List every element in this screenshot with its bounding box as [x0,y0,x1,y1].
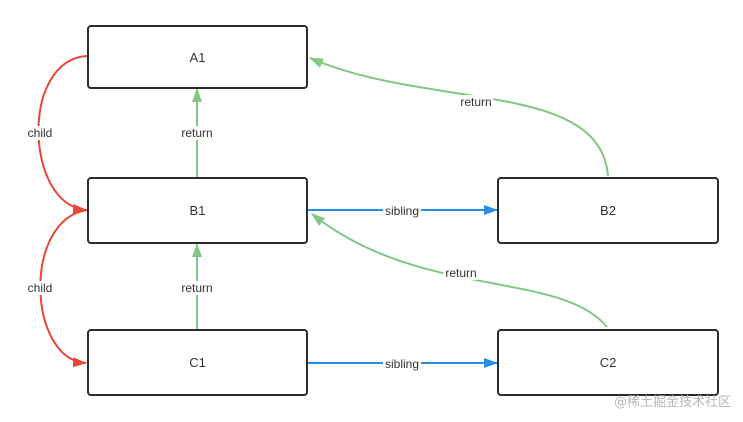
node-b2: B2 [497,177,719,244]
watermark-text: @稀土掘金技术社区 [613,395,731,410]
edge-c2-b1-return [311,213,608,328]
edge-label-b1-c1-child: child [25,281,55,295]
edge-label-a1-b1-child: child [25,126,55,140]
node-c1-label: C1 [189,355,206,370]
edge-label-b1-a1-return: return [179,126,215,140]
node-c1: C1 [87,329,308,396]
node-b1-label: B1 [189,203,206,218]
node-a1-label: A1 [189,49,206,65]
node-b2-label: B2 [600,203,616,218]
node-c2-label: C2 [599,355,617,370]
edge-label-b1-b2-sibling: sibling [382,204,422,218]
node-c2: C2 [497,329,719,396]
edge-label-c2-b1-return: return [443,266,479,280]
edge-label-c1-c2-sibling: sibling [382,357,422,371]
edge-label-c1-b1-return: return [179,281,215,295]
edge-label-b2-a1-return: return [458,95,494,109]
node-a1: A1 [87,25,308,89]
node-b1: B1 [87,177,308,244]
edge-b2-a1-return [309,57,609,177]
